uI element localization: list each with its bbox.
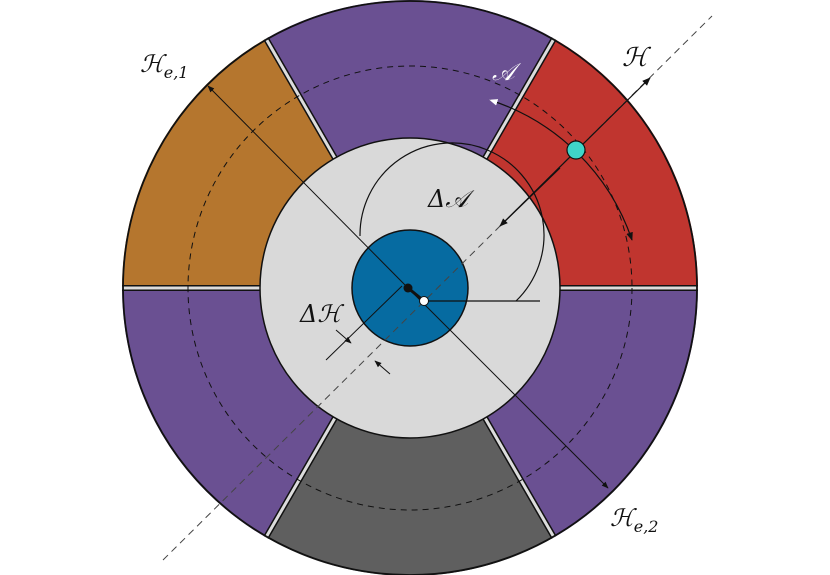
sector-separators <box>122 37 698 539</box>
center-point-black <box>403 283 413 293</box>
delta-a-arc <box>359 142 545 302</box>
sector-top-purple <box>266 0 554 159</box>
sector-bottom-gray <box>266 417 554 575</box>
sector-right-bottom-purple <box>485 288 698 538</box>
sector-separator <box>264 37 337 159</box>
cyan-point <box>566 140 586 160</box>
delta-h-arrow-right <box>374 360 391 375</box>
sector-separator <box>264 417 337 539</box>
label-h: ℋ <box>622 43 652 73</box>
he1-arrow-line <box>207 85 409 289</box>
delta-h-tick <box>325 285 403 361</box>
dashed-reference-circle <box>187 65 633 511</box>
dashed-diagonal-line <box>162 15 713 561</box>
label-he1: ℋe,1 <box>140 50 188 82</box>
he2-arrow-line <box>407 287 609 489</box>
sector-left-bottom-purple <box>122 288 335 538</box>
label-delta-a: Δ𝒜 <box>427 185 475 213</box>
outer-circle-outline <box>122 0 698 575</box>
label-delta-h: Δℋ <box>299 300 344 328</box>
center-point-white <box>419 296 429 306</box>
sector-separator <box>483 417 556 539</box>
delta-h-arrow-left <box>335 329 352 344</box>
label-he2: ℋe,2 <box>610 504 658 536</box>
sector-top-left-orange <box>122 38 335 288</box>
